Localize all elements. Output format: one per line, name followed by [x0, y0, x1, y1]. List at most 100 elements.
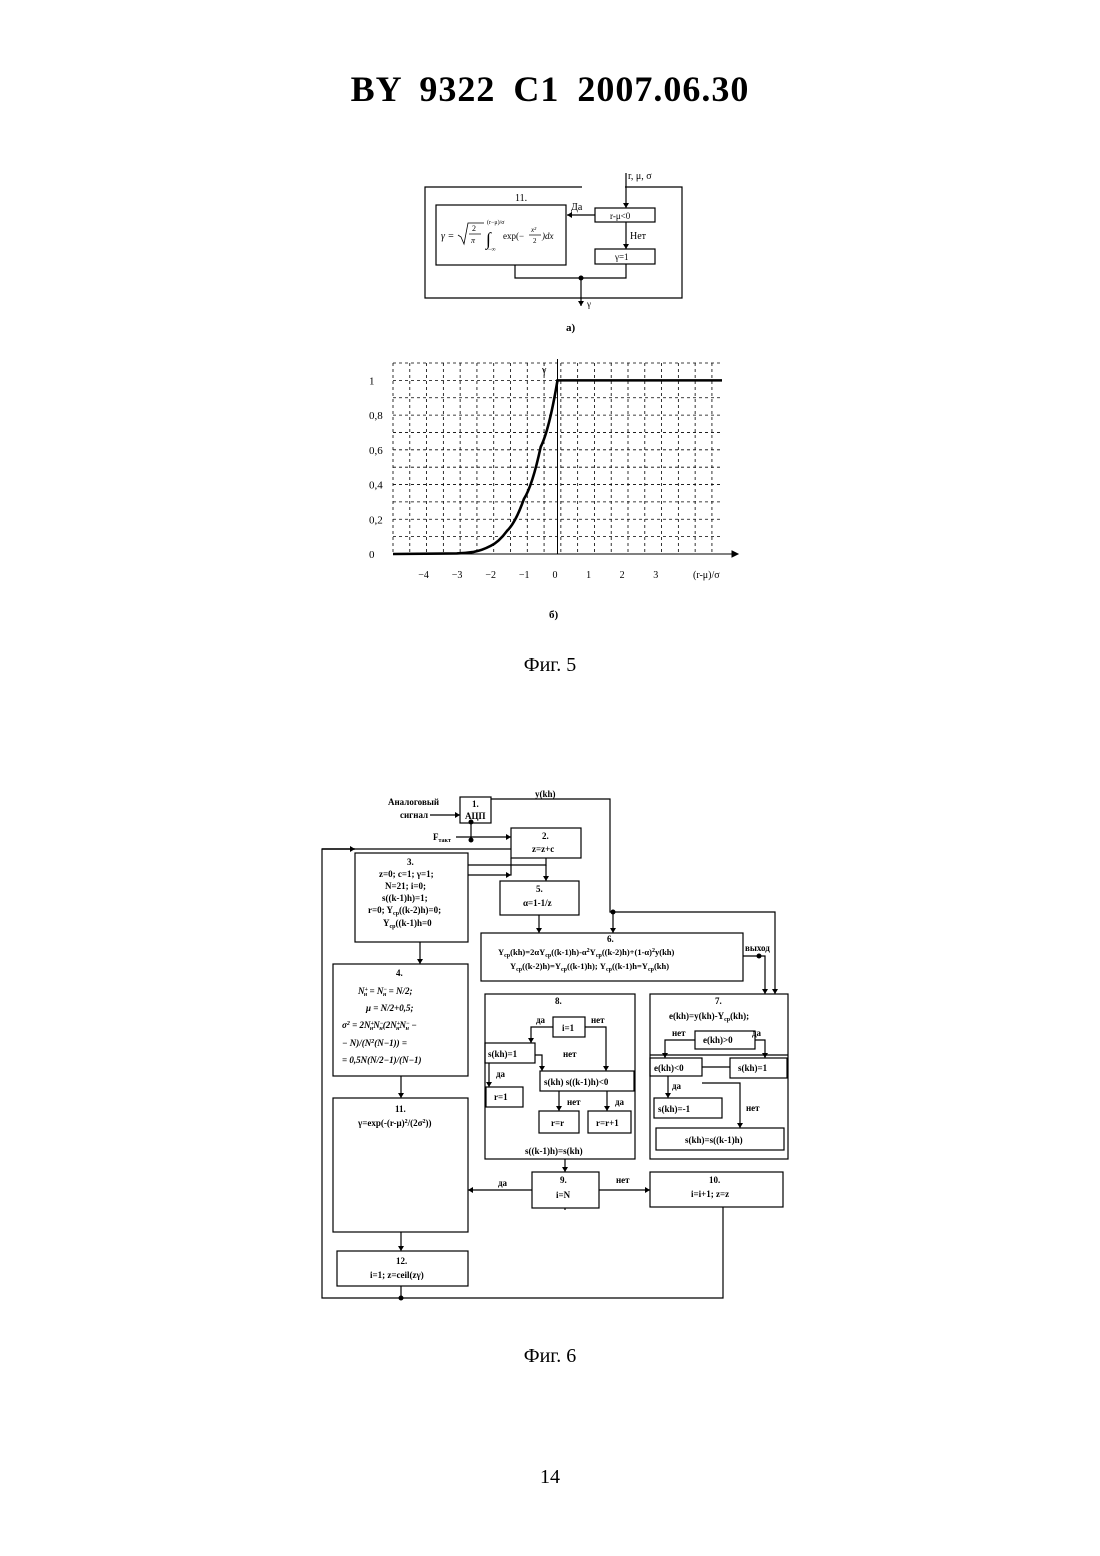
analog-signal-label-2: сигнал — [400, 810, 428, 820]
block-8-i1: i=1 — [562, 1023, 575, 1033]
output-label: выход — [745, 943, 770, 953]
block-9-yes: да — [498, 1178, 508, 1188]
figure-5-caption: Фиг. 5 — [0, 654, 1100, 677]
block-7-number: 7. — [715, 996, 722, 1006]
condition-label: r-μ<0 — [610, 211, 631, 221]
block-8-yes-3: да — [615, 1097, 625, 1107]
block-11-number: 11. — [395, 1104, 406, 1114]
block-7-no-1: нет — [672, 1028, 686, 1038]
panel-b-label: б) — [549, 609, 559, 621]
chart-ylabel: γ — [541, 365, 547, 376]
block-7-yes-2: да — [672, 1081, 682, 1091]
y-tick-label: 0,2 — [369, 514, 383, 526]
x-tick-label: 2 — [620, 570, 625, 581]
block-3-line-5: Yср((k-1)h=0 — [383, 918, 432, 930]
gamma-output-label: γ — [586, 299, 591, 309]
block-11-number: 11. — [515, 193, 527, 204]
chart-tick-labels: 10,80,60,40,20−4−3−2−10123 — [369, 375, 658, 581]
x-tick-label: 3 — [653, 570, 658, 581]
formula-lhs: γ = — [441, 231, 454, 242]
block-8-rr1: r=r+1 — [596, 1118, 619, 1128]
block-7-line-1: e(kh)=y(kh)-Yср(kh); — [669, 1011, 749, 1023]
block-8-bottom: s((k-1)h)=s(kh) — [525, 1146, 583, 1156]
no-label: Нет — [630, 231, 647, 242]
block-10-number: 10. — [709, 1175, 720, 1185]
block-9-number: 9. — [560, 1175, 567, 1185]
document-header: BY 9322 C1 2007.06.30 — [0, 68, 1100, 110]
block-7-condition-2: e(kh)<0 — [654, 1063, 684, 1073]
block-5-number: 5. — [536, 884, 543, 894]
block-7-condition-1: e(kh)>0 — [703, 1035, 733, 1045]
block-7-s-prev: s(kh)=s((k-1)h) — [685, 1135, 743, 1145]
y-tick-label: 0,6 — [369, 445, 383, 457]
block-2-text: z=z+c — [532, 844, 554, 854]
block-8-no-2: нет — [563, 1049, 577, 1059]
integral-upper: (r−μ)/σ — [487, 219, 505, 226]
formula-exp: exp(− — [503, 231, 524, 241]
block-8-no-3: нет — [567, 1097, 581, 1107]
block-1-text: АЦП — [465, 811, 486, 821]
block-5-text: α=1-1/z — [523, 898, 552, 908]
block-12-number: 12. — [396, 1256, 407, 1266]
block-9-text: i=N — [556, 1190, 571, 1200]
formula-sqrt-den: π — [471, 236, 476, 245]
x-tick-label: 0 — [553, 570, 558, 581]
x-tick-label: 1 — [586, 570, 591, 581]
block-4-number: 4. — [396, 968, 403, 978]
analog-signal-label-1: Аналоговый — [388, 797, 439, 807]
formula-x2: x² — [530, 226, 537, 234]
block-8-number: 8. — [555, 996, 562, 1006]
formula-two: 2 — [533, 237, 537, 245]
block-4-line-1: N+н = N−н = N/2; — [357, 986, 413, 998]
block-6-line-2: Yср((k-2)h)=Yср((k-1)h); Yср((k-1)h=Yср(… — [510, 961, 669, 973]
figure-5a-flowchart: r, μ, σ 11. Да r-μ<0 Нет γ=1 γ γ = 2 π ∫… — [400, 165, 700, 340]
block-9-no: нет — [616, 1175, 630, 1185]
block-3-line-1: z=0; c=1; γ=1; — [379, 869, 434, 879]
block-7-s-plus: s(kh)=1 — [738, 1063, 768, 1073]
x-tick-label: −3 — [452, 570, 463, 581]
y-tick-label: 0,4 — [369, 480, 383, 492]
block-4-line-5: = 0,5N(N/2−1)/(N−1) — [342, 1055, 422, 1065]
block-1-number: 1. — [472, 799, 479, 809]
block-12-text: i=1; z=ceil(zγ) — [370, 1270, 424, 1280]
figure-6-caption: Фиг. 6 — [0, 1345, 1100, 1368]
block-8-r1: r=1 — [494, 1092, 508, 1102]
block-4-line-3: σ2 = 2N+нN−н(2N+нN−н − — [342, 1020, 417, 1032]
gamma-formula: γ = 2 π ∫ (r−μ)/σ −∞ exp(− x² 2 )dx — [441, 219, 554, 253]
yes-label: Да — [571, 202, 583, 213]
y-tick-label: 1 — [369, 375, 375, 387]
figure-6-flowchart: Аналоговый сигнал Fтакт y(kh) выход 1. А… — [310, 785, 810, 1315]
block-3-line-2: N=21; i=0; — [385, 881, 426, 891]
block-6-number: 6. — [607, 934, 614, 944]
figure-5b-chart: 10,80,60,40,20−4−3−2−10123 γ (r-μ)/σ б) — [355, 352, 755, 627]
x-tick-label: −4 — [418, 570, 429, 581]
ftakt-label: Fтакт — [433, 832, 451, 844]
x-axis-arrow — [732, 551, 738, 557]
chart-axes — [393, 359, 738, 557]
block-7-no-2: нет — [746, 1103, 760, 1113]
page-number: 14 — [0, 1466, 1100, 1489]
block-2-number: 2. — [542, 831, 549, 841]
integral-lower: −∞ — [488, 247, 496, 253]
y-tick-label: 0,8 — [369, 410, 383, 422]
block-3-number: 3. — [407, 857, 414, 867]
block-3-line-4: r=0; Yср((k-2)h)=0; — [368, 905, 441, 917]
block-4-line-2: μ = N/2+0,5; — [365, 1003, 414, 1013]
block-8-yes-1: да — [536, 1015, 546, 1025]
block-3-line-3: s((k-1)h)=1; — [382, 893, 428, 903]
y-tick-label: 0 — [369, 549, 375, 561]
block-8-rr: r=r — [551, 1118, 564, 1128]
chart-xlabel: (r-μ)/σ — [693, 570, 720, 581]
block-8-yes-2: да — [496, 1069, 506, 1079]
block-10-text: i=i+1; z=z — [691, 1189, 729, 1199]
inputs-label: r, μ, σ — [628, 171, 652, 182]
formula-tail: )dx — [541, 231, 554, 241]
ykh-label: y(kh) — [535, 789, 556, 799]
panel-a-label: а) — [566, 322, 576, 334]
gamma-one-label: γ=1 — [614, 252, 629, 262]
block-7-yes-1: да — [752, 1028, 762, 1038]
formula-sqrt-num: 2 — [472, 224, 476, 233]
x-tick-label: −2 — [485, 570, 496, 581]
block-4-line-4: − N)/(N2(N−1)) = — [342, 1038, 407, 1048]
block-8-s1: s(kh)=1 — [488, 1049, 518, 1059]
